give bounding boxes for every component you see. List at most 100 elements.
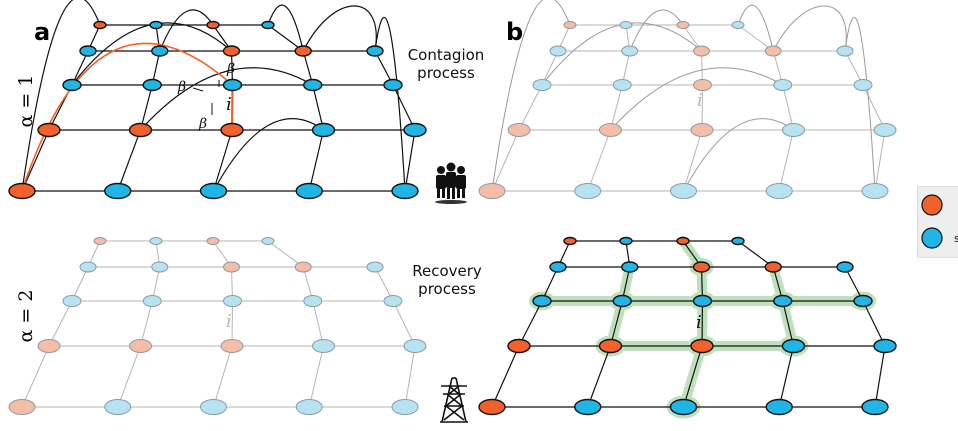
susceptible-node <box>781 338 806 354</box>
network-edge <box>778 129 794 192</box>
long-range-edge <box>374 16 406 192</box>
long-range-edge <box>491 0 571 192</box>
infected-node <box>478 183 506 199</box>
infected-node <box>690 123 714 137</box>
network-edge <box>312 300 324 347</box>
recovery-label-line1: Recovery <box>412 262 482 280</box>
susceptible-node <box>532 79 552 91</box>
infected-node <box>129 339 152 353</box>
susceptible-node <box>836 261 854 273</box>
network-edge <box>862 300 886 347</box>
infected-node <box>128 122 153 138</box>
contagion-label-line1: Contagion <box>407 46 485 64</box>
susceptible-node <box>383 295 403 307</box>
network-b-alpha1-faded <box>478 0 897 199</box>
network-edge <box>117 345 141 408</box>
network-a-alpha2-faded <box>8 237 427 415</box>
network-edge <box>312 84 325 131</box>
infected-node <box>206 237 220 245</box>
susceptible-node <box>532 294 552 308</box>
susceptible-node <box>765 183 793 199</box>
infected-node <box>8 399 36 415</box>
long-range-edge <box>737 4 774 52</box>
infected-node <box>507 338 531 354</box>
infected-node <box>8 182 36 200</box>
infected-node <box>693 79 712 91</box>
network-edge <box>140 300 153 347</box>
susceptible-node <box>295 182 323 200</box>
susceptible-node <box>731 236 745 246</box>
susceptible-node <box>151 45 169 57</box>
susceptible-node <box>765 398 793 416</box>
network-edge <box>404 345 416 408</box>
susceptible-node <box>853 79 873 91</box>
susceptible-node <box>261 237 275 245</box>
network-edge <box>874 345 886 408</box>
infected-node <box>37 122 61 138</box>
infected-node <box>478 398 506 416</box>
network-edge <box>609 300 623 347</box>
node-i-label-a-top: i <box>226 94 232 115</box>
susceptible-node <box>692 294 713 308</box>
power-tower-icon <box>440 377 468 423</box>
long-range-edge <box>212 118 324 192</box>
susceptible-node <box>79 261 97 273</box>
infected-node <box>220 122 244 138</box>
susceptible-node <box>773 294 793 308</box>
infected-node <box>294 261 312 273</box>
infected-node <box>764 261 782 273</box>
network-edge <box>48 300 73 347</box>
network-edge <box>308 129 325 192</box>
network-edge <box>683 129 703 192</box>
susceptible-node <box>621 261 639 273</box>
contagion-edge <box>230 84 234 131</box>
susceptible-node <box>104 399 132 415</box>
susceptible-node <box>391 399 419 415</box>
susceptible-node <box>62 78 82 92</box>
infected-node <box>764 45 782 57</box>
susceptible-node <box>403 122 427 138</box>
infected-node <box>206 20 220 30</box>
infected-node <box>676 236 690 246</box>
network-edge <box>392 300 416 347</box>
susceptible-node <box>731 21 745 29</box>
infected-node <box>598 338 623 354</box>
susceptible-node <box>199 182 228 200</box>
loop-edge <box>772 5 847 52</box>
susceptible-node <box>574 398 602 416</box>
network-edge <box>139 84 153 131</box>
susceptible-node <box>303 78 323 92</box>
recovery-process-label: Recovery process <box>387 262 507 298</box>
network-edge <box>308 345 324 408</box>
infected-node <box>563 236 577 246</box>
network-edge <box>862 84 886 131</box>
network-a-alpha1 <box>8 0 427 200</box>
node-i-label-a-bottom: i <box>226 311 232 332</box>
susceptible-node <box>782 123 805 137</box>
network-edge <box>518 300 543 347</box>
network-edge <box>737 240 774 268</box>
beta-label-left: β <box>177 79 186 95</box>
susceptible-node <box>142 78 162 92</box>
susceptible-node <box>200 399 227 415</box>
susceptible-node <box>549 261 567 273</box>
network-edge <box>701 84 703 131</box>
long-range-edge <box>159 9 214 52</box>
infected-node <box>220 339 244 353</box>
susceptible-node <box>403 339 427 353</box>
legend-susceptible-text: s <box>954 232 958 245</box>
network-edge <box>212 129 233 192</box>
susceptible-node <box>149 20 163 30</box>
susceptible-node <box>612 79 632 91</box>
network-edge <box>682 345 703 408</box>
infected-node <box>563 21 577 29</box>
long-range-edge <box>629 9 684 52</box>
panel-label-a: a <box>34 18 51 46</box>
susceptible-node <box>366 261 384 273</box>
network-edge <box>701 300 704 347</box>
susceptible-node <box>853 294 873 308</box>
network-edge <box>610 84 623 131</box>
node-i-label-b-top: i <box>697 90 703 111</box>
beta-annotations: β β β <box>177 61 235 132</box>
infected-node <box>93 20 107 30</box>
